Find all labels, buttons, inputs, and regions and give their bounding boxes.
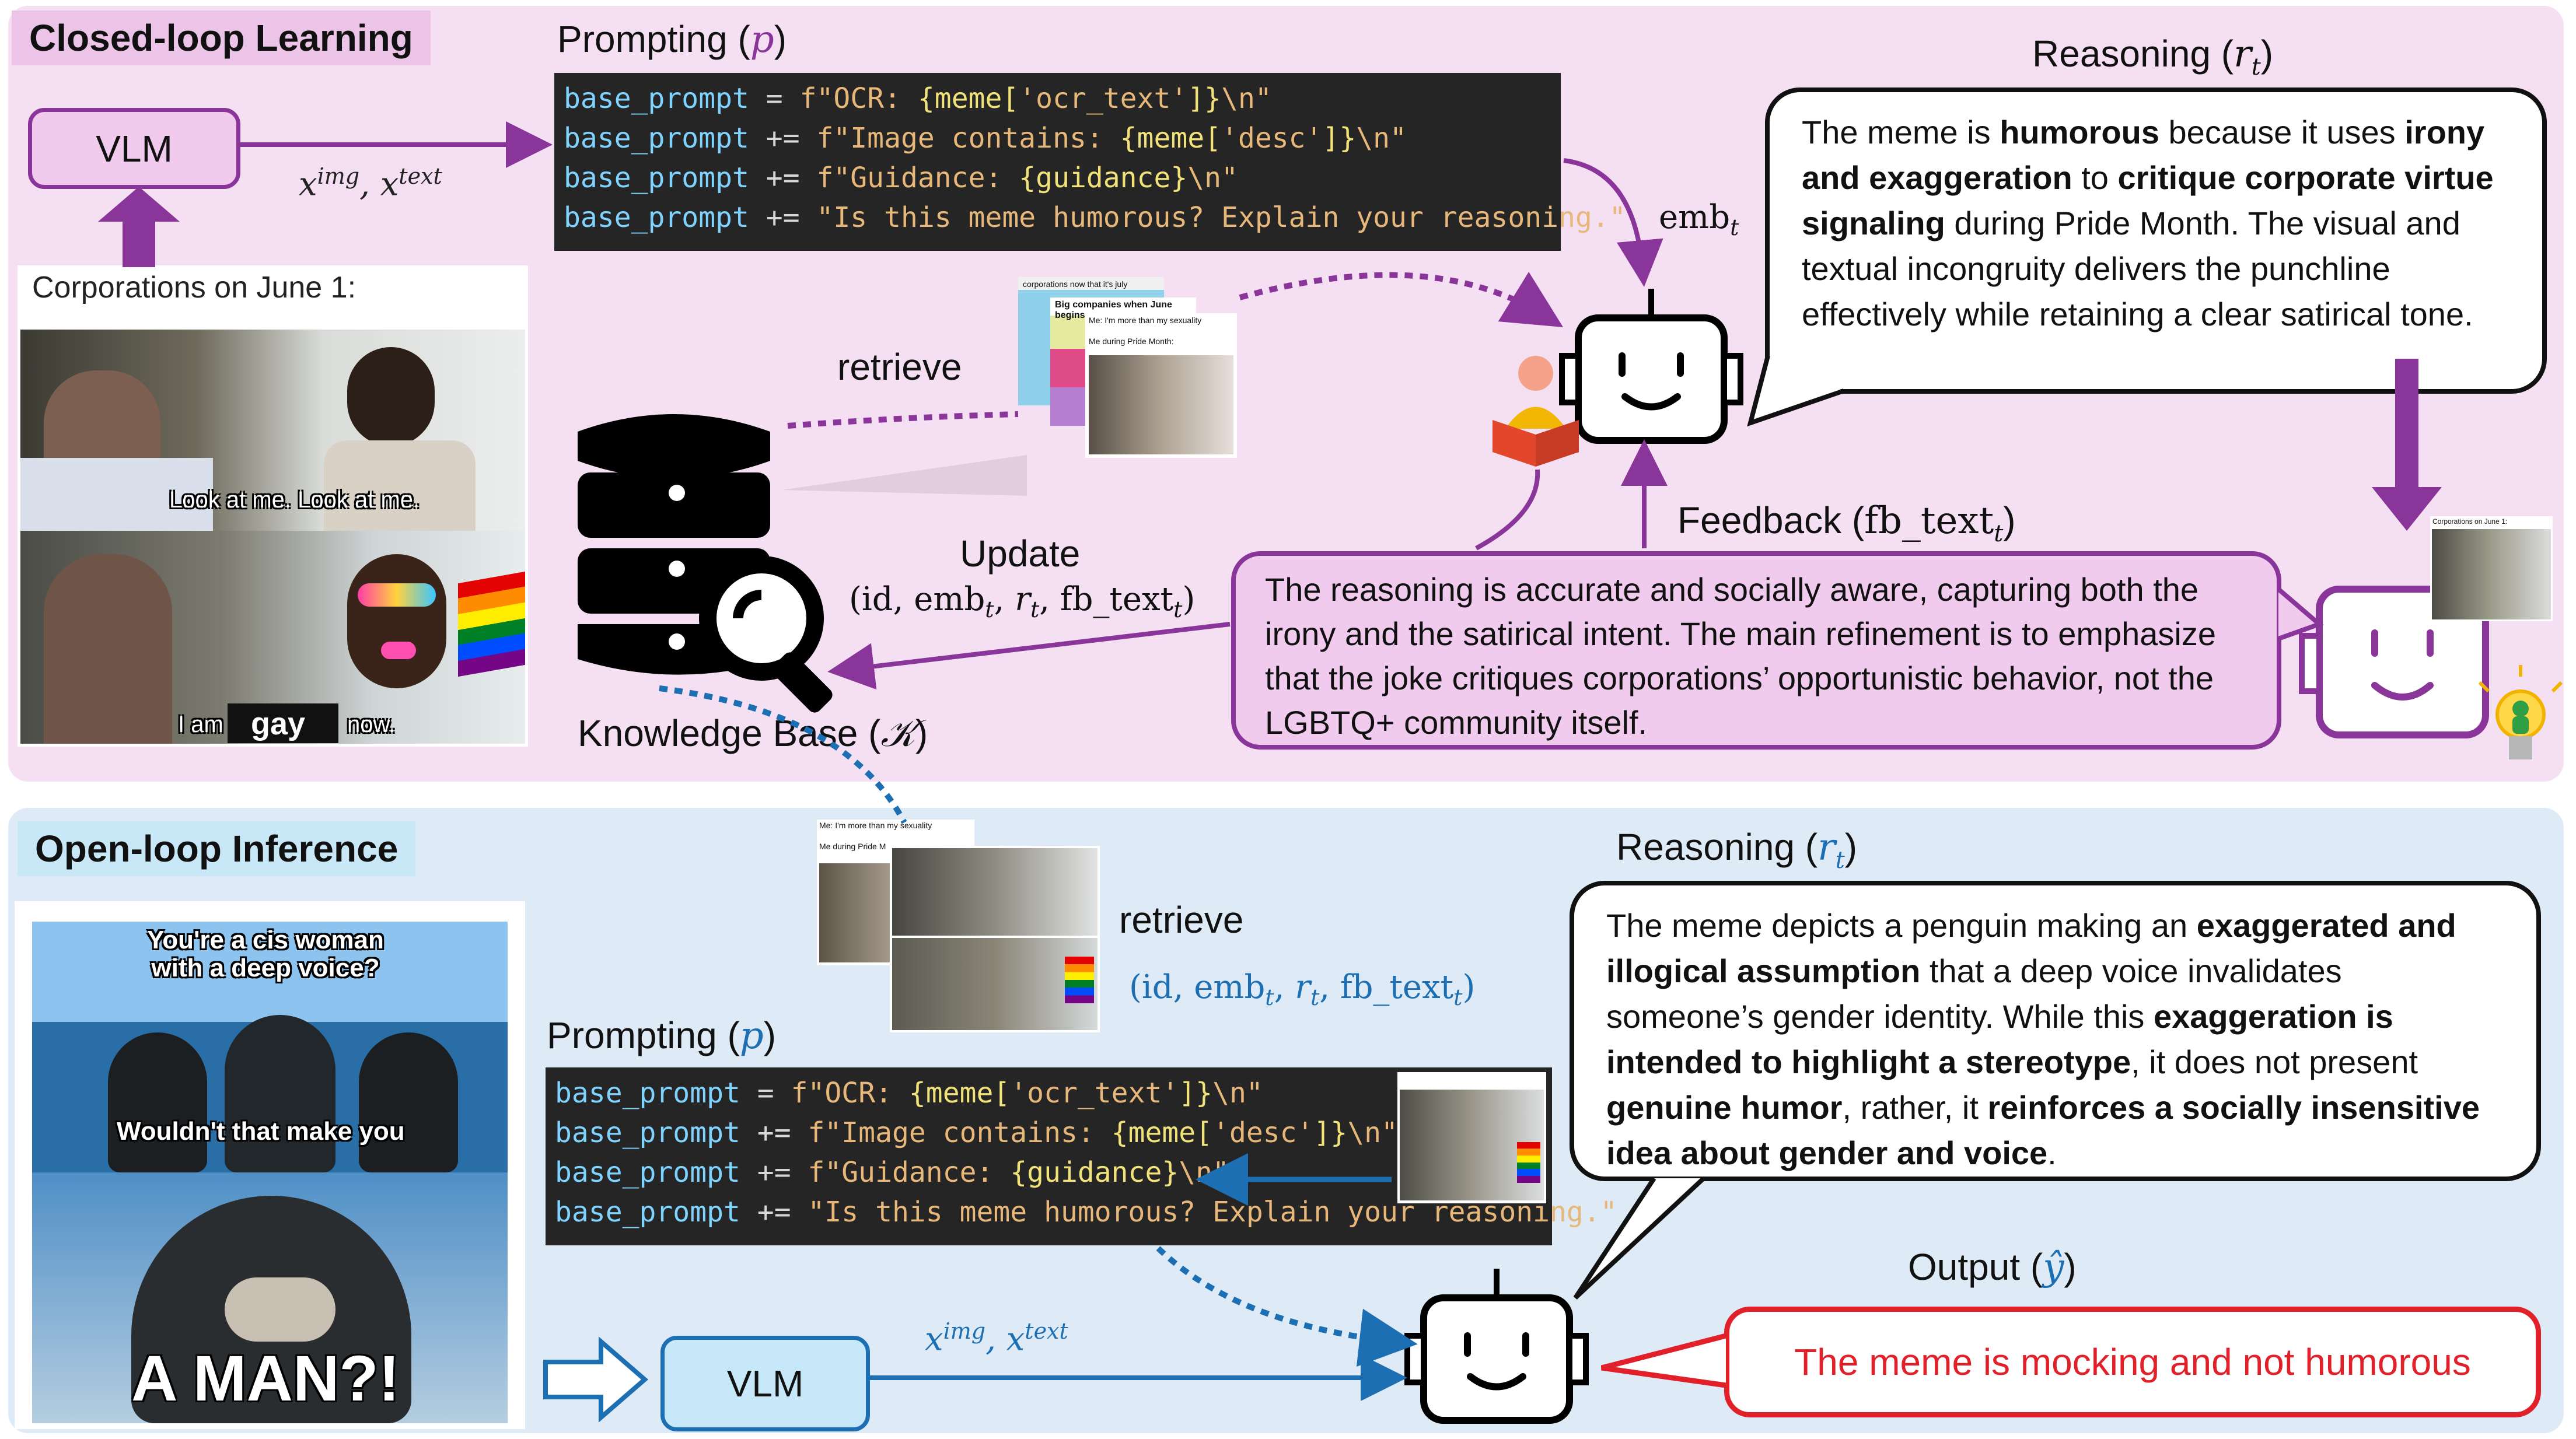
- meme-caption-bottom-1: I am: [178, 712, 223, 737]
- man-figure-2: [44, 554, 172, 744]
- input-label-top: ximg, xtext: [299, 163, 442, 204]
- vlm-top-box: VLM: [28, 108, 240, 189]
- penguin-caption-2: Wouldn't that make you: [117, 1117, 405, 1146]
- reasoning-bottom-text-2: that a deep voice invalidates someone’s …: [1606, 953, 2342, 1035]
- kb-label: Knowledge Base (𝒦): [578, 712, 928, 755]
- reasoning-bottom-bold-3: genuine humor: [1606, 1089, 1843, 1126]
- code-mini-meme: [1397, 1072, 1546, 1203]
- code-line: base_prompt = f"OCR: {meme['ocr_text']}\…: [555, 1077, 1263, 1109]
- retrieved-thumbs-top: corporations now that it's july Big comp…: [1018, 271, 1237, 458]
- prompting-label-top: Prompting (p): [557, 18, 787, 61]
- reasoning-bottom-text-3: , it does not present: [2131, 1044, 2418, 1080]
- code-line: base_prompt += f"Image contains: {meme['…: [564, 122, 1407, 155]
- rainbow-flag: [458, 571, 525, 677]
- woman-figure: [347, 347, 435, 446]
- meme-header: Corporations on June 1:: [32, 271, 356, 304]
- mini-meme-header: Corporations on June 1:: [2432, 517, 2508, 526]
- code-mini-meme-flag: [1517, 1142, 1540, 1183]
- reasoning-bottom-text-5: .: [2047, 1135, 2057, 1171]
- retrieve-label-bottom: retrieve: [1119, 899, 1244, 941]
- thumb-b2-flag: [1065, 957, 1094, 1003]
- retrieve-label-top: retrieve: [837, 346, 962, 388]
- retrieve-tuple-bottom: (id, embt, rt, fb_textt): [1129, 968, 1476, 1011]
- meme-to-vlm-arrow: [123, 216, 155, 267]
- thumb-b2-photo-bottom: [892, 938, 1097, 1030]
- thumb-4-text: Me during Pride Month:: [1089, 337, 1174, 346]
- vlm-bottom-box: VLM: [660, 1336, 870, 1431]
- code-line: base_prompt = f"OCR: {meme['ocr_text']}\…: [564, 82, 1272, 115]
- penguin-scene-top: You're a cis woman with a deep voice? Wo…: [32, 922, 508, 1172]
- reasoning-bottom-text-1: The meme depicts a penguin making an: [1606, 907, 2197, 944]
- thumb-3-text: Me: I'm more than my sexuality: [1089, 316, 1202, 325]
- reasoning-top-text-2: because it uses: [2159, 114, 2405, 150]
- reasoning-bubble-bottom: The meme depicts a penguin making an exa…: [1570, 881, 2541, 1181]
- code-line: base_prompt += f"Guidance: {guidance}\n": [564, 162, 1238, 194]
- penguin-caption-1: You're a cis woman with a deep voice?: [147, 926, 384, 982]
- meme-caption-bottom-2: gay: [251, 706, 306, 741]
- drag-lips: [381, 642, 416, 659]
- retrieved-thumbs-bottom: Me: I'm more than my sexuality Me during…: [817, 814, 1100, 1035]
- code-line: base_prompt += "Is this meme humorous? E…: [564, 201, 1626, 234]
- reasoning-bottom-text-4: , rather, it: [1842, 1089, 1988, 1126]
- man-shirt: [20, 458, 213, 531]
- reasoning-title-bottom: Reasoning (rt): [1616, 826, 1858, 874]
- woman-body: [324, 440, 476, 531]
- penguin-beak: [225, 1277, 335, 1342]
- penguin-caption-3: A MAN?!: [131, 1343, 400, 1415]
- prompt-code-bottom: base_prompt = f"OCR: {meme['ocr_text']}\…: [546, 1067, 1617, 1245]
- input-label-bottom: ximg, xtext: [925, 1318, 1068, 1359]
- output-bubble: The meme is mocking and not humorous: [1724, 1307, 2541, 1417]
- reasoning-top-text-3: to: [2072, 159, 2118, 196]
- output-title: Output (ŷ): [1908, 1246, 2077, 1289]
- feedback-bubble: The reasoning is accurate and socially a…: [1231, 551, 2281, 750]
- reasoning-top-bold-1: humorous: [2000, 114, 2159, 150]
- penguin-1: [108, 1032, 207, 1172]
- code-line: base_prompt += f"Guidance: {guidance}\n": [555, 1156, 1229, 1189]
- thumb-b1-text: Me: I'm more than my sexuality: [819, 821, 932, 830]
- reasoning-bottom-bold-4: reinforces a socially insensitive idea a…: [1606, 1089, 2480, 1171]
- code-line: base_prompt += f"Image contains: {meme['…: [555, 1116, 1398, 1149]
- meme-caption-gay-box: [228, 703, 338, 743]
- thumb-b2-photo-top: [892, 848, 1097, 936]
- drag-eyeshadow: [358, 583, 436, 607]
- penguin-2: [225, 1015, 335, 1172]
- prompt-code-top: base_prompt = f"OCR: {meme['ocr_text']}\…: [554, 73, 1626, 251]
- reasoning-top-bold-3: critique corporate virtue signaling: [1802, 159, 2494, 241]
- meme-caption-bottom-3: now.: [347, 712, 396, 737]
- drag-face: [347, 554, 446, 688]
- update-label: Update: [960, 533, 1081, 575]
- reasoning-bottom-bold-1: exaggerated and illogical assumption: [1606, 907, 2456, 989]
- input-meme-bottom: You're a cis woman with a deep voice? Wo…: [15, 901, 525, 1429]
- penguin-3: [359, 1032, 458, 1172]
- thumb-3: Me: I'm more than my sexuality Me during…: [1085, 313, 1237, 458]
- open-loop-title: Open-loop Inference: [18, 821, 416, 876]
- meme-scene-top: Look at me. Look at me.: [20, 330, 525, 531]
- reasoning-top-text-1: The meme is: [1802, 114, 2000, 150]
- reasoning-bubble-top: The meme is humorous because it uses iro…: [1765, 87, 2547, 394]
- reasoning-bottom-bold-2: exaggeration is intended to highlight a …: [1606, 998, 2393, 1080]
- input-meme-top: Corporations on June 1: Look at me. Look…: [18, 265, 528, 747]
- reasoning-title-top: Reasoning (rt): [2032, 33, 2274, 80]
- update-tuple: (id, embt, rt, fb_textt): [849, 580, 1196, 623]
- reasoning-top-bold-2: irony and exaggeration: [1802, 114, 2485, 196]
- thumb-1-text: corporations now that it's july: [1023, 279, 1128, 289]
- reasoning-top-text-4: during Pride Month. The visual and textu…: [1802, 205, 2473, 332]
- prompting-label-bottom: Prompting (p): [547, 1014, 777, 1058]
- meme-caption-top: Look at me. Look at me.: [169, 487, 420, 513]
- thumb-b2: [890, 846, 1100, 1032]
- mini-meme-feedback: Corporations on June 1:: [2430, 516, 2553, 621]
- thumb-3-photo: [1089, 355, 1233, 454]
- emb-label: embt: [1659, 198, 1739, 241]
- meme-to-vlm-arrowhead: [98, 187, 180, 222]
- penguin-scene-bottom: A MAN?!: [32, 1172, 508, 1423]
- feedback-title: Feedback (fb_textt): [1677, 499, 2016, 547]
- thumb-b2-text: Me during Pride M: [819, 842, 886, 851]
- closed-loop-title: Closed-loop Learning: [12, 10, 431, 65]
- mini-meme-photo: [2432, 529, 2551, 619]
- thumb-2-text: Big companies when June begins: [1055, 300, 1172, 320]
- meme-scene-bottom: I am gay now.: [20, 531, 525, 744]
- code-line: base_prompt += "Is this meme humorous? E…: [555, 1196, 1617, 1228]
